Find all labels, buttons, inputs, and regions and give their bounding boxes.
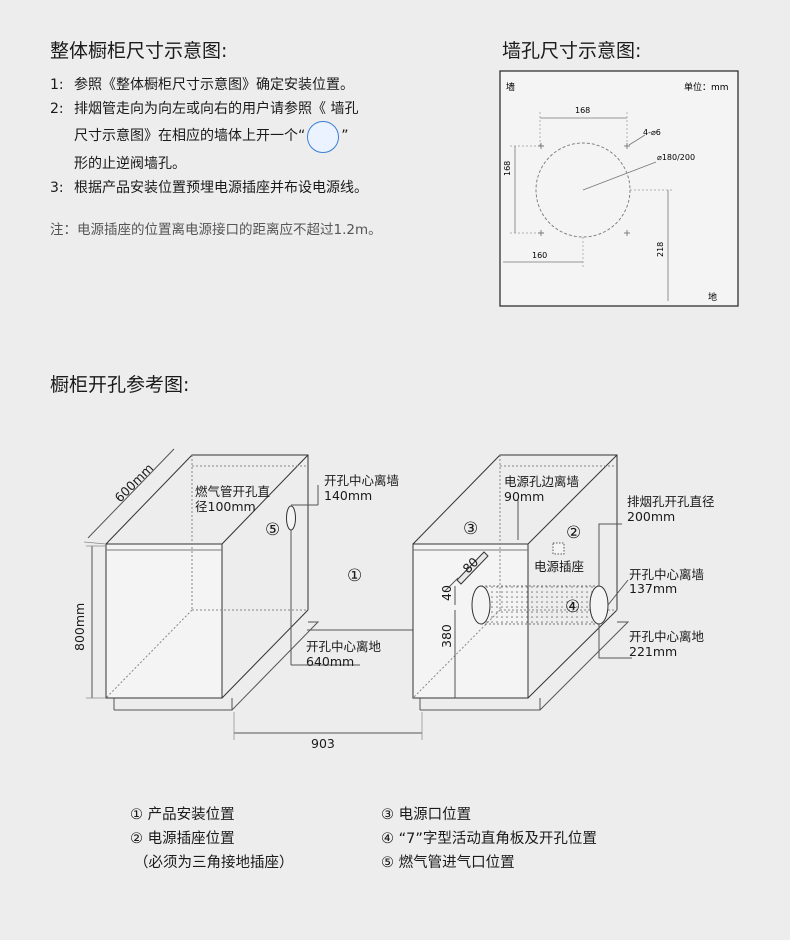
marker-gas: ⑤: [265, 520, 280, 540]
legend-text: 电源口位置: [398, 807, 472, 823]
legend-marker: ③: [381, 807, 394, 823]
dim-top-text: 168: [575, 106, 590, 115]
step-text: 排烟管走向为向左或向右的用户请参照《 墙孔: [74, 100, 359, 117]
right-cabinet-base-edge: [527, 609, 618, 699]
ext-line: [83, 541, 107, 545]
power-socket-icon: [552, 542, 565, 555]
screw-holes: [538, 143, 630, 236]
plate-dim-line: [443, 577, 459, 593]
power-wall-label-1: 电源孔边离墙: [504, 474, 579, 489]
l-plate-icon: [456, 551, 489, 585]
legend-text: “7”字型活动直角板及开孔位置: [398, 831, 597, 847]
gas-wall-label-1: 开孔中心离墙: [324, 473, 399, 488]
dia-leader: [582, 161, 657, 191]
instruction-step-3: 3: 根据产品安装位置预埋电源插座并布设电源线。: [50, 177, 450, 201]
exhaust-ground-label-1: 开孔中心离地: [629, 629, 705, 644]
legend-marker: ④: [381, 831, 394, 847]
wall-hole-circle-icon: [307, 121, 340, 153]
legend-marker: ①: [130, 807, 143, 823]
gas-hole-label-2: 径100mm: [195, 499, 256, 514]
socket-label: 电源插座: [534, 559, 584, 574]
gas-ground-label-2: 640mm: [306, 654, 354, 669]
dia-label: ⌀180/200: [657, 153, 695, 162]
instruction-list: 1: 参照《整体橱柜尺寸示意图》确定安装位置。 2: 排烟管走向为向左或向右的用…: [50, 74, 450, 200]
left-cabinet-edge: [221, 454, 309, 545]
wall-label: 墙: [506, 81, 515, 93]
wall-hole-title: 墙孔尺寸示意图:: [502, 40, 642, 62]
legend-text: （必须为三角接地插座）: [134, 855, 294, 871]
gas-ground-label-1: 开孔中心离地: [306, 639, 382, 654]
legend-text: 燃气管进气口位置: [398, 855, 515, 871]
legend-item: ③ 电源口位置: [381, 803, 471, 824]
step-text: ”: [341, 128, 349, 145]
power-distance-note: 注：电源插座的位置离电源接口的距离应不超过1.2m。: [50, 222, 382, 238]
marker-installation: ①: [347, 566, 362, 586]
left-cabinet-base-edge: [221, 609, 309, 699]
instruction-step-2-cont: 尺寸示意图》在相应的墙体上开一个“ ”: [50, 121, 450, 153]
legend-item: ⑤ 燃气管进气口位置: [381, 851, 515, 872]
ground-label: 地: [708, 291, 717, 303]
legend-item: ④ “7”字型活动直角板及开孔位置: [381, 827, 597, 848]
legend-item: ① 产品安装位置: [130, 803, 235, 824]
right-cabinet-edge: [527, 454, 618, 545]
dim-380-text: 380: [439, 624, 454, 648]
dim-right-text: 218: [656, 242, 665, 257]
left-cabinet-hidden-lines: [105, 455, 308, 699]
legend-item: ② 电源插座位置: [130, 827, 235, 848]
exhaust-wall-label-2: 137mm: [629, 581, 677, 596]
unit-label: 单位：mm: [684, 81, 729, 93]
screw-leader: [628, 134, 646, 146]
legend-text: 电源插座位置: [147, 831, 235, 847]
marker-power-port: ③: [463, 519, 478, 539]
step-text: 根据产品安装位置预埋电源插座并布设电源线。: [74, 179, 368, 196]
gas-hole-label-1: 燃气管开孔直: [195, 484, 270, 499]
exhaust-ground-label-2: 221mm: [629, 644, 677, 659]
dim-left-text: 168: [503, 161, 512, 176]
dim-bottom-text: 160: [532, 251, 547, 260]
exhaust-duct: [480, 585, 600, 625]
legend-text: 产品安装位置: [147, 807, 235, 823]
left-cabinet-plinth: [114, 621, 320, 711]
exhaust-dia-label-2: 200mm: [627, 509, 675, 524]
exhaust-dia-leader: [598, 523, 622, 586]
step-number: 2:: [50, 100, 64, 117]
wall-hole-diagram: 墙 单位：mm 168 168 4-⌀6 ⌀180/200 160: [499, 70, 739, 307]
marker-plate: ④: [565, 597, 580, 617]
height-label: 800mm: [72, 603, 87, 651]
cabinet-hole-title: 橱柜开孔参考图:: [50, 374, 190, 396]
step-number: 3:: [50, 179, 64, 196]
instruction-step-2: 2: 排烟管走向为向左或向右的用户请参照《 墙孔: [50, 98, 450, 122]
legend-marker: ⑤: [381, 855, 394, 871]
left-cabinet-outline: [105, 454, 309, 610]
power-wall-label-2: 90mm: [504, 489, 544, 504]
cabinet-size-title: 整体橱柜尺寸示意图:: [50, 40, 228, 62]
exhaust-wall-leader: [607, 579, 629, 606]
legend-marker: ②: [130, 831, 143, 847]
step-text: 形的止逆阀墙孔。: [74, 156, 186, 172]
right-cabinet-plinth: [420, 621, 630, 711]
exhaust-ground-leader: [598, 624, 632, 659]
step-number: 1:: [50, 77, 64, 93]
right-cabinet-outline: [412, 454, 618, 610]
dim-40-text: 40: [439, 585, 454, 601]
cabinet-diagram: [83, 448, 632, 740]
exhaust-dia-label-1: 排烟孔开孔直径: [627, 494, 715, 509]
exhaust-duct-end: [471, 585, 491, 625]
instruction-step-1: 1: 参照《整体橱柜尺寸示意图》确定安装位置。: [50, 74, 450, 98]
screw-label: 4-⌀6: [643, 128, 661, 137]
marker-socket: ②: [566, 523, 581, 543]
legend-item: （必须为三角接地插座）: [134, 851, 294, 872]
dim-903-text: 903: [311, 736, 335, 751]
wall-hole-frame: [499, 70, 739, 307]
gas-wall-label-2: 140mm: [324, 488, 372, 503]
step-text: 尺寸示意图》在相应的墙体上开一个“: [74, 128, 306, 145]
step-text: 参照《整体橱柜尺寸示意图》确定安装位置。: [74, 77, 354, 93]
depth-dim-line: [87, 448, 175, 539]
instruction-step-2-cont2: 形的止逆阀墙孔。: [50, 153, 450, 177]
exhaust-wall-label-1: 开孔中心离墙: [629, 567, 704, 582]
